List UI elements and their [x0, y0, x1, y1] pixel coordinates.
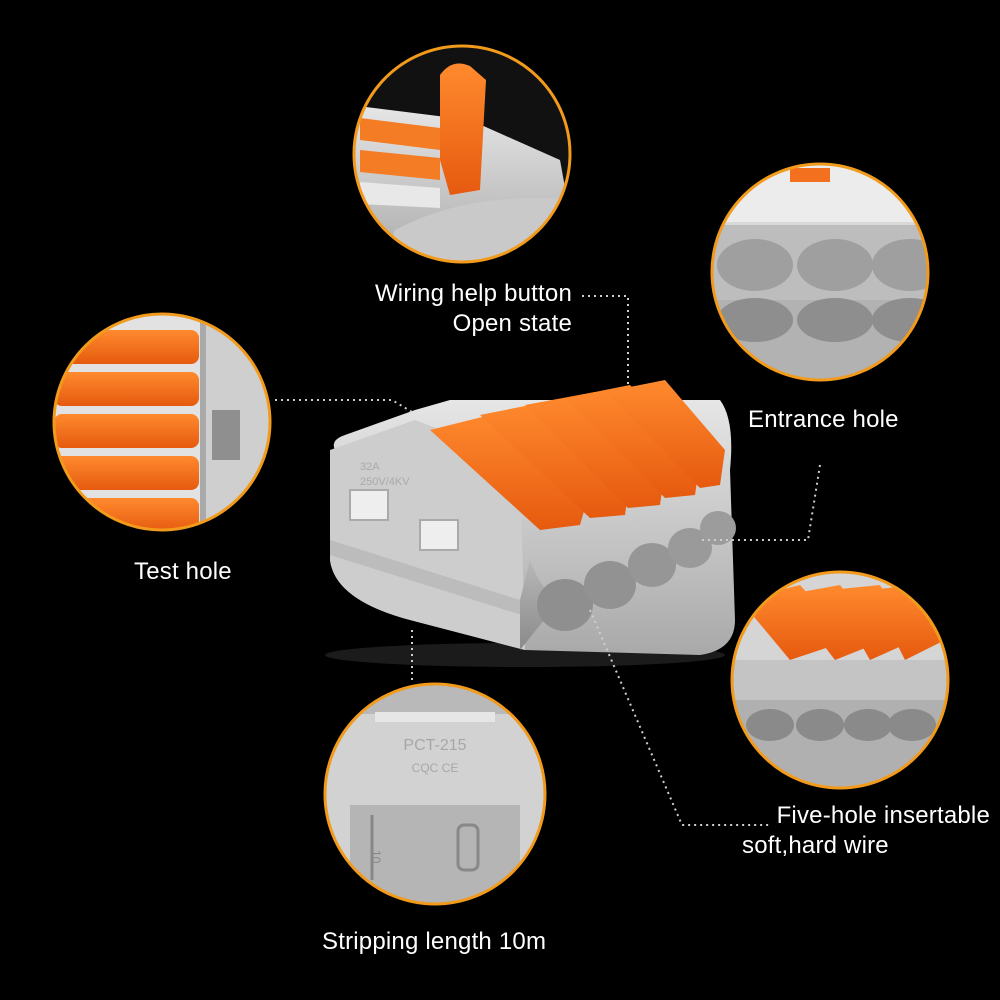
detail-circle-five-holes	[730, 570, 950, 790]
leader-entrance-hole	[700, 464, 821, 541]
leader-lines	[275, 295, 821, 826]
connector-product: 32A 250V/4KV	[325, 380, 736, 667]
label-wiring-button: Wiring help button Open state	[330, 279, 572, 339]
label-wiring-button-line2: Open state	[452, 310, 572, 337]
label-five-hole-line2: soft,hard wire	[742, 832, 889, 859]
entrance-holes	[520, 511, 736, 650]
rating-marking-1: 32A	[360, 461, 380, 473]
label-five-hole-line1: Five-hole insertable	[776, 802, 990, 829]
detail-circle-test-hole	[52, 312, 272, 532]
label-stripping-length: Stripping length 10m	[322, 928, 547, 955]
detail-circle-stripping-length: PCT-215 CQC CE 10	[323, 682, 547, 906]
leader-wiring-button	[582, 295, 629, 385]
label-test-hole: Test hole	[134, 558, 232, 585]
detail-circle-wiring-button	[352, 44, 572, 264]
label-entrance-hole: Entrance hole	[748, 406, 899, 433]
cert-marking: CQC CE	[412, 761, 459, 775]
strip-mark: 10	[369, 850, 383, 864]
orange-levers	[430, 380, 725, 530]
rating-marking-2: 250V/4KV	[360, 476, 410, 488]
detail-circle-entrance-hole	[710, 162, 930, 382]
model-marking: PCT-215	[403, 737, 466, 754]
label-five-hole: Five-hole insertable soft,hard wire	[742, 801, 990, 861]
label-wiring-button-line1: Wiring help button	[374, 280, 572, 307]
leader-test-hole	[275, 399, 413, 413]
